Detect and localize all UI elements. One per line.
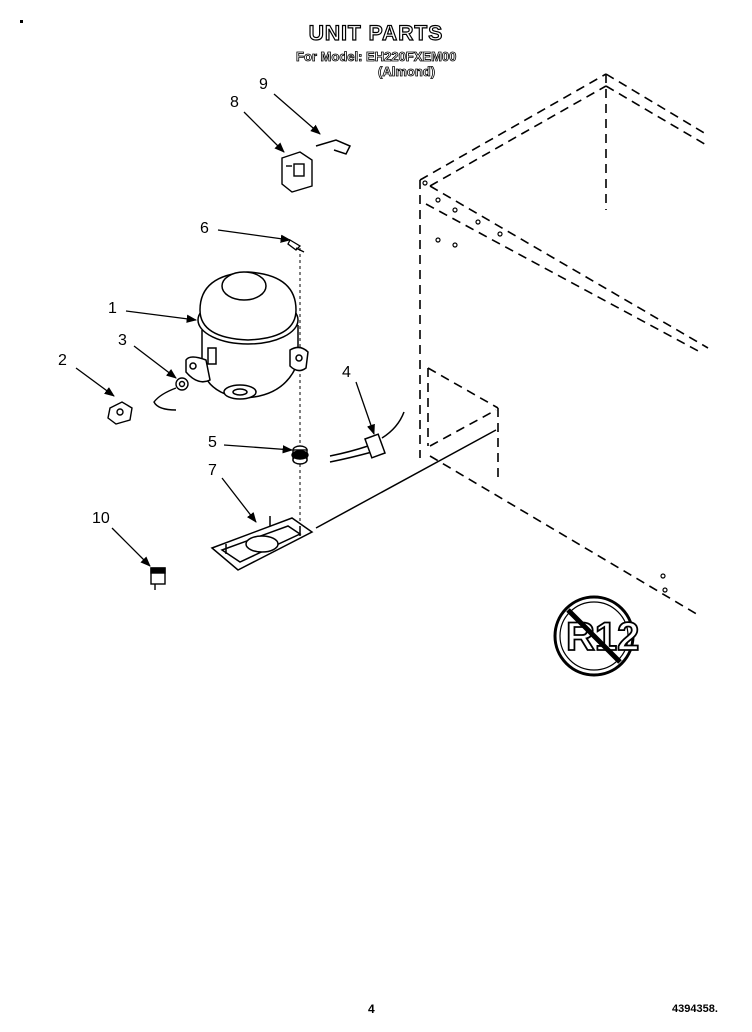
cabinet-rivets <box>422 180 668 593</box>
r12-badge: R12 <box>553 595 640 677</box>
overload-clip <box>107 401 133 425</box>
document-number: 4394358. <box>672 1003 718 1015</box>
compressor <box>185 271 309 400</box>
retainer-pin <box>287 239 305 253</box>
base-outline <box>427 367 701 617</box>
callout-5: 5 <box>208 434 217 451</box>
callout-6: 6 <box>200 220 209 237</box>
callout-10: 10 <box>92 510 110 527</box>
start-relay <box>281 151 313 193</box>
color-line: (Almond) <box>378 64 436 80</box>
relay-clip <box>315 139 352 155</box>
base-bracket <box>210 516 314 571</box>
page-number: 4 <box>368 1002 375 1016</box>
power-cord <box>329 411 405 463</box>
terminal-wire <box>153 377 189 411</box>
callout-3: 3 <box>118 332 127 349</box>
grommet <box>291 445 309 465</box>
corner-mark <box>20 20 23 23</box>
leader-arrows <box>75 93 375 567</box>
mount-line <box>315 429 497 529</box>
callout-1: 1 <box>108 300 117 317</box>
callout-8: 8 <box>230 94 239 111</box>
callout-9: 9 <box>259 76 268 93</box>
callout-7: 7 <box>208 462 217 479</box>
r12-badge-text: R12 <box>566 615 639 659</box>
callout-2: 2 <box>58 352 67 369</box>
capacitor <box>150 567 166 590</box>
page-title: UNIT PARTS <box>308 21 444 45</box>
callout-4: 4 <box>342 364 351 381</box>
cabinet-outline <box>419 73 709 458</box>
model-line: For Model: EH220FXEM00 <box>296 49 457 65</box>
